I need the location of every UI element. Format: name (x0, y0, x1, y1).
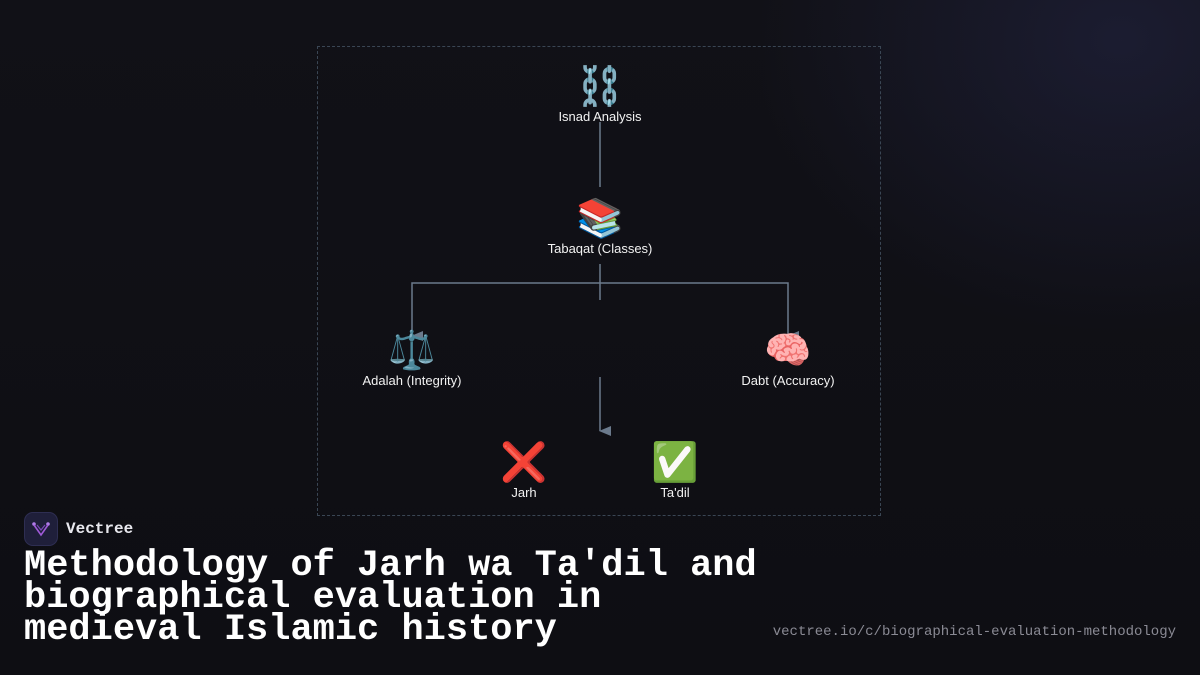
page-title: Methodology of Jarh wa Ta'dil and biogra… (24, 545, 757, 651)
books-icon: 📚 (576, 196, 624, 240)
node-label: Ta'dil (660, 485, 690, 500)
brain-icon: 🧠 (764, 328, 812, 372)
node-label: Adalah (Integrity) (362, 373, 462, 388)
chain-icon: ⛓️ (576, 64, 624, 108)
node-tabaqat: 📚 Tabaqat (Classes) (500, 196, 700, 257)
connector-branch-adalah (411, 282, 600, 341)
node-label: Dabt (Accuracy) (741, 373, 835, 388)
scales-icon: ⚖️ (388, 328, 436, 372)
node-dabt: 🧠 Dabt (Accuracy) (688, 328, 888, 389)
brand-name: Vectree (66, 520, 134, 538)
node-label: Tabaqat (Classes) (547, 241, 653, 256)
cross-mark-icon: ❌ (500, 440, 548, 484)
connector-branch-dabt (600, 282, 799, 341)
node-tadil: ✅ Ta'dil (575, 440, 775, 501)
check-mark-icon: ✅ (651, 440, 699, 484)
brand[interactable]: Vectree (24, 512, 133, 546)
node-label: Isnad Analysis (558, 109, 642, 124)
node-isnad-analysis: ⛓️ Isnad Analysis (500, 64, 700, 125)
node-label: Jarh (511, 485, 537, 500)
page-url[interactable]: vectree.io/c/biographical-evaluation-met… (772, 624, 1176, 640)
node-jarh: ❌ Jarh (424, 440, 624, 501)
vectree-logo-icon (24, 512, 58, 546)
node-adalah: ⚖️ Adalah (Integrity) (312, 328, 512, 389)
diagram-frame (317, 46, 881, 516)
